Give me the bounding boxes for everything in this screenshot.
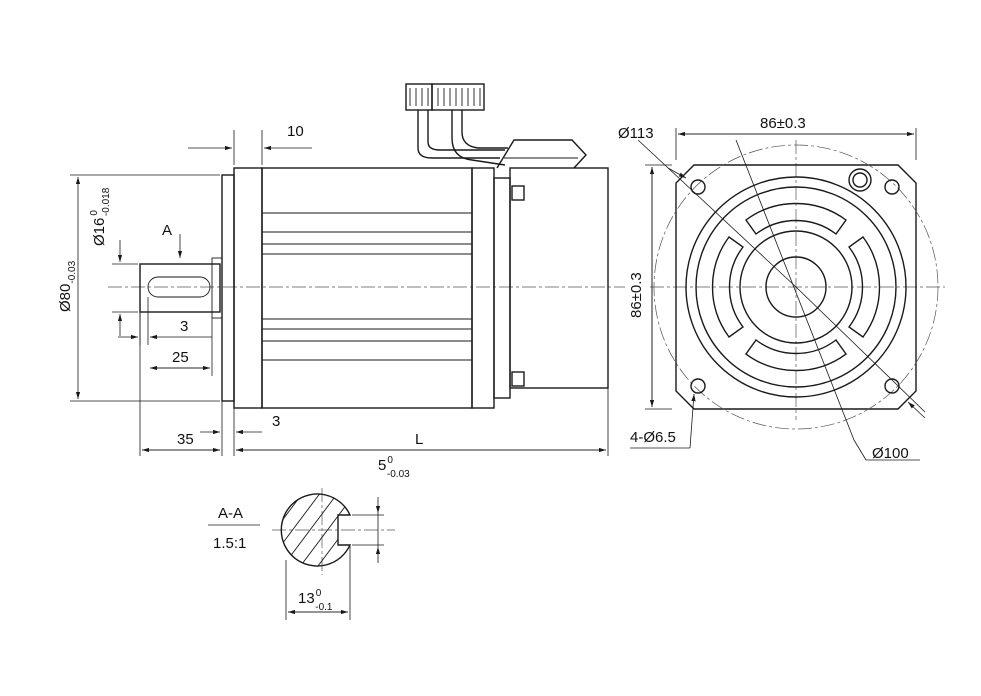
dim-dia-16: Ø160-0.018 <box>89 187 138 336</box>
mount-hole-br <box>884 378 900 394</box>
section-scale: 1.5:1 <box>213 535 246 552</box>
dia-113-label: Ø113 <box>618 125 654 142</box>
mount-hole-tr <box>884 179 900 195</box>
side-view: A 10 Ø80-0.03 Ø160-0.018 <box>57 83 625 456</box>
section-marker-label: A <box>162 222 172 239</box>
front-flange <box>221 167 263 409</box>
flange-height-label: 86±0.3 <box>628 272 645 318</box>
holes-label: 4-Ø6.5 <box>630 429 676 446</box>
dim-10: 10 <box>188 123 312 165</box>
mount-hole-tl <box>690 179 706 195</box>
svg-text:Ø80-0.03: Ø80-0.03 <box>57 260 78 312</box>
encoder <box>493 139 609 399</box>
section-title: A-A <box>218 505 243 522</box>
svg-text:130-0.1: 130-0.1 <box>298 588 333 613</box>
front-view: 86±0.3 86±0.3 Ø113 4-Ø6.5 Ø100 <box>618 115 945 462</box>
section-a-a: A-A 1.5:1 50-0.03 <box>208 455 410 620</box>
dim-25: 25 <box>150 318 213 376</box>
shaft <box>139 257 223 319</box>
front-flange-square <box>675 164 917 410</box>
dim-10-label: 10 <box>287 123 304 140</box>
svg-text:50-0.03: 50-0.03 <box>378 455 410 480</box>
dim-dia-80: Ø80-0.03 <box>57 174 220 402</box>
dim-25-label: 25 <box>172 349 189 366</box>
mount-hole-bl <box>690 378 706 394</box>
dia-100-label: Ø100 <box>872 445 909 462</box>
svg-text:Ø160-0.018: Ø160-0.018 <box>89 187 112 246</box>
dim-L-label: L <box>415 431 423 448</box>
cables <box>405 83 508 166</box>
dim-3-key-label: 3 <box>180 318 188 335</box>
dim-3-key: 3 <box>118 297 212 345</box>
motor-body <box>261 167 495 409</box>
dim-35-label: 35 <box>177 431 194 448</box>
flange-width-label: 86±0.3 <box>760 115 806 132</box>
dim-3-flange-label: 3 <box>272 413 280 430</box>
dim-35-L: 35 3 L <box>139 312 609 456</box>
